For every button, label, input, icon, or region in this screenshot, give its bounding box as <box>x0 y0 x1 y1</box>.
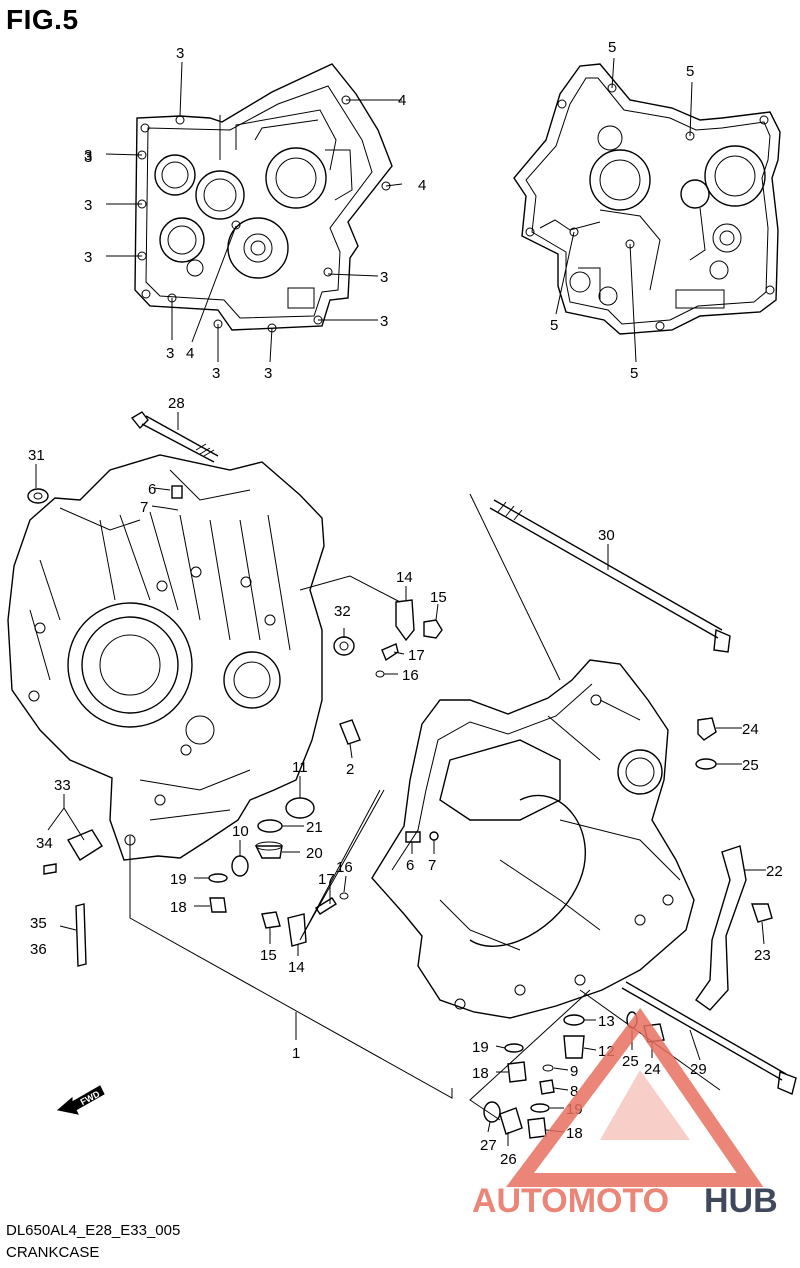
section-name: CRANKCASE <box>6 1244 100 1261</box>
callout: 20 <box>306 845 323 862</box>
callout: 4 <box>418 177 426 194</box>
callout: 33 <box>54 777 71 794</box>
callout: 18 <box>472 1065 489 1082</box>
callout: 30 <box>598 527 615 544</box>
callout: 14 <box>288 959 305 976</box>
callout: 19 <box>170 871 187 888</box>
right-crankcase-view <box>513 63 781 335</box>
callout: 3 <box>176 45 184 62</box>
callout: 6 <box>406 857 414 874</box>
callout: 36 <box>30 941 47 958</box>
callout: 26 <box>500 1151 517 1168</box>
callout: 4 <box>398 92 406 109</box>
callout: 25 <box>742 757 759 774</box>
bolt-30 <box>489 499 731 653</box>
callout: 10 <box>232 823 249 840</box>
callout: 3 <box>212 365 220 382</box>
watermark-logo: AUTOMOTO HUB <box>472 1008 778 1220</box>
callout: 34 <box>36 835 53 852</box>
callout: 3 <box>264 365 272 382</box>
callout: 3 <box>84 249 92 266</box>
callout: 3 <box>380 313 388 330</box>
watermark-text-2: HUB <box>704 1182 778 1220</box>
callout: 9 <box>570 1063 578 1080</box>
callout: 28 <box>168 395 185 412</box>
callout: 4 <box>186 345 194 362</box>
callout: 16 <box>402 667 419 684</box>
right-crankcase-half <box>371 659 695 1019</box>
callout: 5 <box>608 39 616 56</box>
callout: 24 <box>644 1061 661 1078</box>
callout: 23 <box>754 947 771 964</box>
callout: 3 <box>166 345 174 362</box>
callout: 17 <box>318 871 335 888</box>
callout: 11 <box>292 759 308 776</box>
callout: 35 <box>30 915 47 932</box>
left-crankcase-view <box>134 63 393 333</box>
callout: 18 <box>170 899 187 916</box>
callout: 3 <box>84 197 92 214</box>
callout: 3 <box>84 149 92 166</box>
callout: 15 <box>430 589 447 606</box>
figure-title: FIG.5 <box>6 4 79 35</box>
callout: 5 <box>630 365 638 382</box>
callout: 32 <box>334 603 351 620</box>
callout-numbers: 3 4 3 4 3 3 3 3 3 3 4 3 3 5 5 5 5 28 31 … <box>28 39 783 1168</box>
callout: 21 <box>306 819 323 836</box>
callout: 3 <box>380 269 388 286</box>
callout: 19 <box>472 1039 489 1056</box>
bolt-28 <box>130 411 219 463</box>
callout: 27 <box>480 1137 497 1154</box>
fwd-arrow: FWD <box>56 1085 105 1115</box>
callout: 22 <box>766 863 783 880</box>
callout: 29 <box>690 1061 707 1078</box>
left-crankcase-half <box>7 454 325 861</box>
callout: 25 <box>622 1053 639 1070</box>
callout: 2 <box>346 761 354 778</box>
callout: 18 <box>566 1125 583 1142</box>
callout: 7 <box>428 857 436 874</box>
callout: 24 <box>742 721 759 738</box>
model-code: DL650AL4_E28_E33_005 <box>6 1222 181 1239</box>
callout: 5 <box>550 317 558 334</box>
callout: 8 <box>570 1083 578 1100</box>
callout: 1 <box>292 1045 300 1062</box>
callout: 17 <box>408 647 425 664</box>
callout: 31 <box>28 447 45 464</box>
callout: 7 <box>140 499 148 516</box>
callout: 3 <box>84 147 92 164</box>
callout: 5 <box>686 63 694 80</box>
watermark-text-1: AUTOMOTO <box>472 1182 669 1220</box>
callout: 14 <box>396 569 413 586</box>
callout: 15 <box>260 947 277 964</box>
callout: 6 <box>148 481 156 498</box>
small-parts <box>27 411 797 1139</box>
callout: 16 <box>336 859 353 876</box>
callout: 13 <box>598 1013 615 1030</box>
bolt-29 <box>621 981 797 1095</box>
